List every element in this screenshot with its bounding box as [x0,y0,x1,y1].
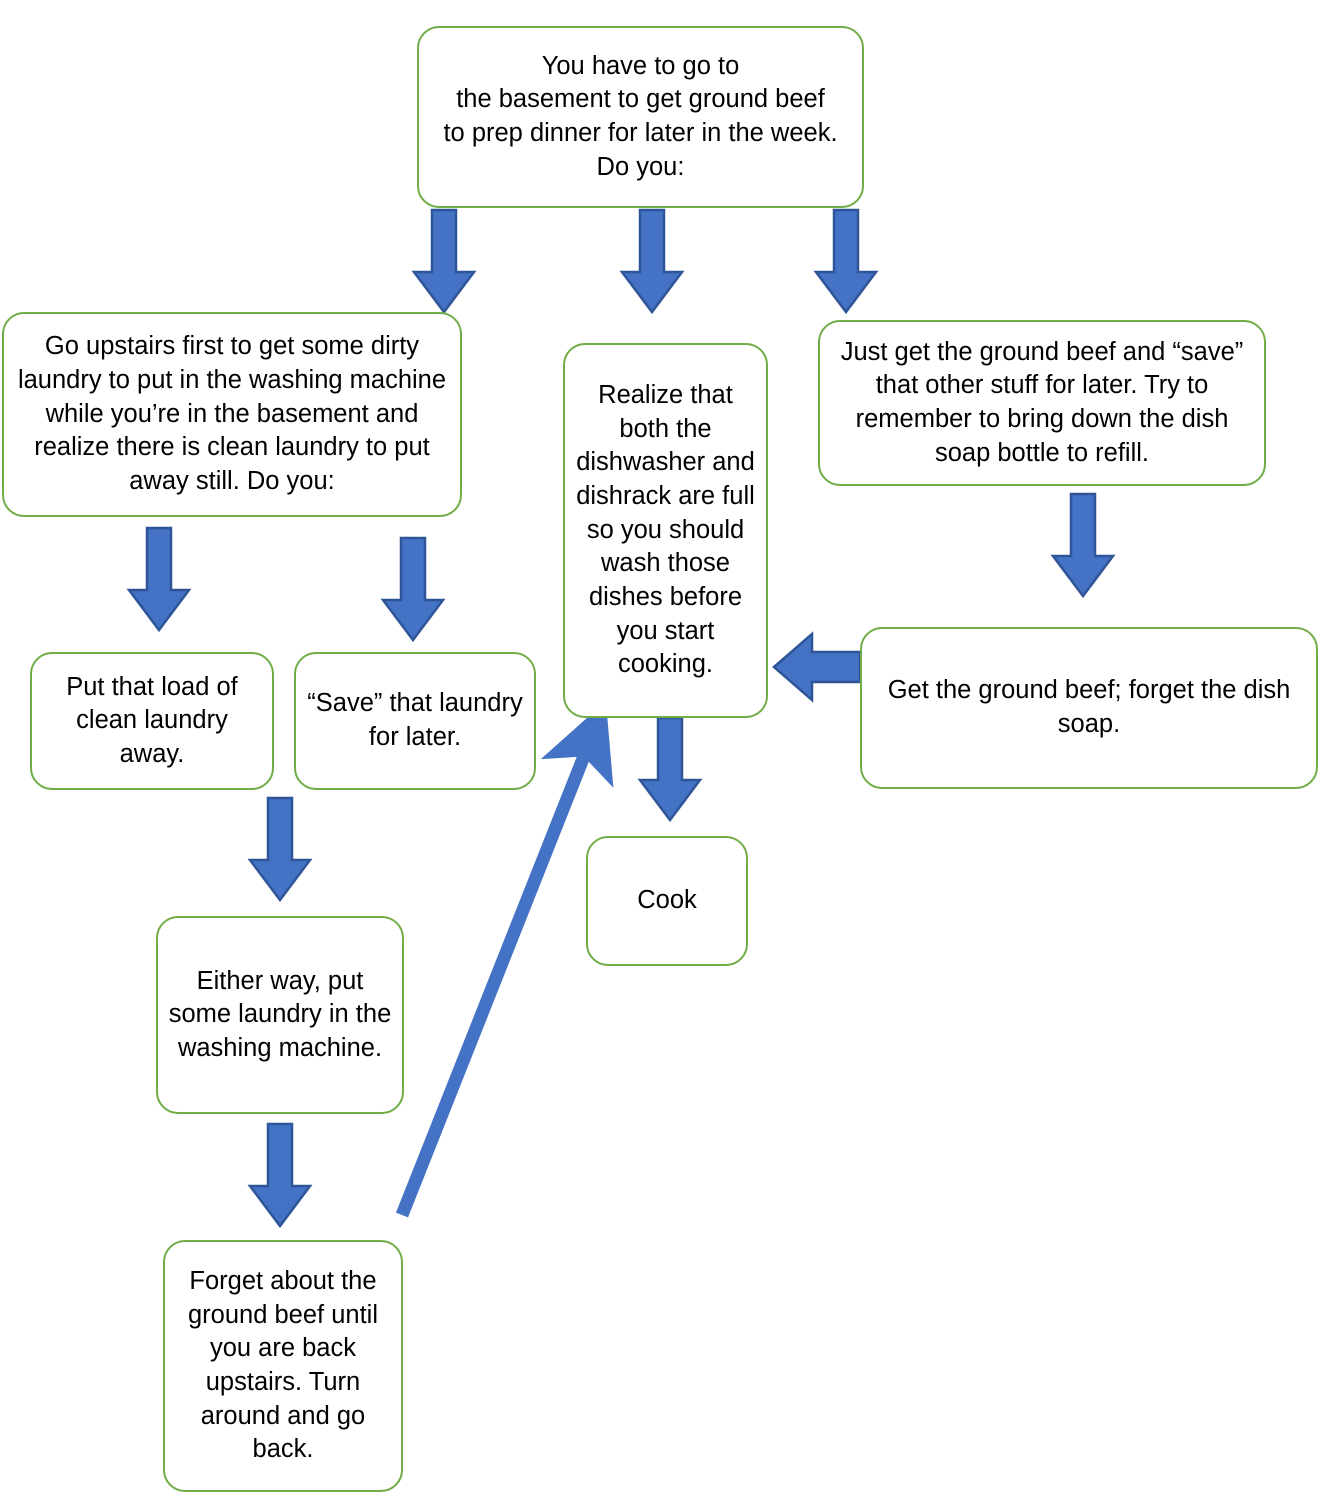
arrow-start-to-upstairs [411,208,477,315]
get-beef-forget-soap-node[interactable]: Get the ground beef; forget the dish soa… [860,627,1318,789]
cook-node[interactable]: Cook [586,836,748,966]
start-node[interactable]: You have to go to the basement to get gr… [417,26,864,208]
arrow-justget-to-getbeef [1050,492,1116,599]
realize-dishes-node-label: Realize that both the dishwasher and dis… [576,381,755,679]
realize-dishes-node[interactable]: Realize that both the dishwasher and dis… [563,343,768,718]
just-get-beef-node[interactable]: Just get the ground beef and “save” that… [818,320,1266,486]
arrow-upstairs-to-putaway [126,526,192,633]
arrow-putaway-to-eitherway [247,796,313,903]
arrow-getbeef-to-realize [772,631,862,703]
arrow-start-to-justget [813,208,879,315]
just-get-beef-node-label: Just get the ground beef and “save” that… [840,337,1244,467]
arrow-upstairs-to-save [380,536,446,643]
cook-node-label: Cook [637,886,697,915]
put-laundry-away-node[interactable]: Put that load of clean laundry away. [30,652,274,790]
arrow-realize-to-cook [637,716,703,823]
forget-ground-beef-node-label: Forget about the ground beef until you a… [188,1267,378,1464]
arrow-forget-to-realize [380,700,630,1230]
get-beef-forget-soap-node-label: Get the ground beef; forget the dish soa… [887,676,1291,738]
arrow-start-to-realize [619,208,685,315]
go-upstairs-node-label: Go upstairs first to get some dirty laun… [17,332,447,495]
forget-ground-beef-node[interactable]: Forget about the ground beef until you a… [163,1240,403,1492]
go-upstairs-node[interactable]: Go upstairs first to get some dirty laun… [2,312,462,517]
put-laundry-away-node-label: Put that load of clean laundry away. [66,672,238,768]
save-laundry-node-label: “Save” that laundry for later. [307,689,523,751]
arrow-eitherway-to-forget [247,1122,313,1229]
either-way-laundry-node[interactable]: Either way, put some laundry in the wash… [156,916,404,1114]
start-node-label: You have to go to the basement to get gr… [443,51,838,181]
either-way-laundry-node-label: Either way, put some laundry in the wash… [168,966,392,1062]
save-laundry-node[interactable]: “Save” that laundry for later. [294,652,536,790]
